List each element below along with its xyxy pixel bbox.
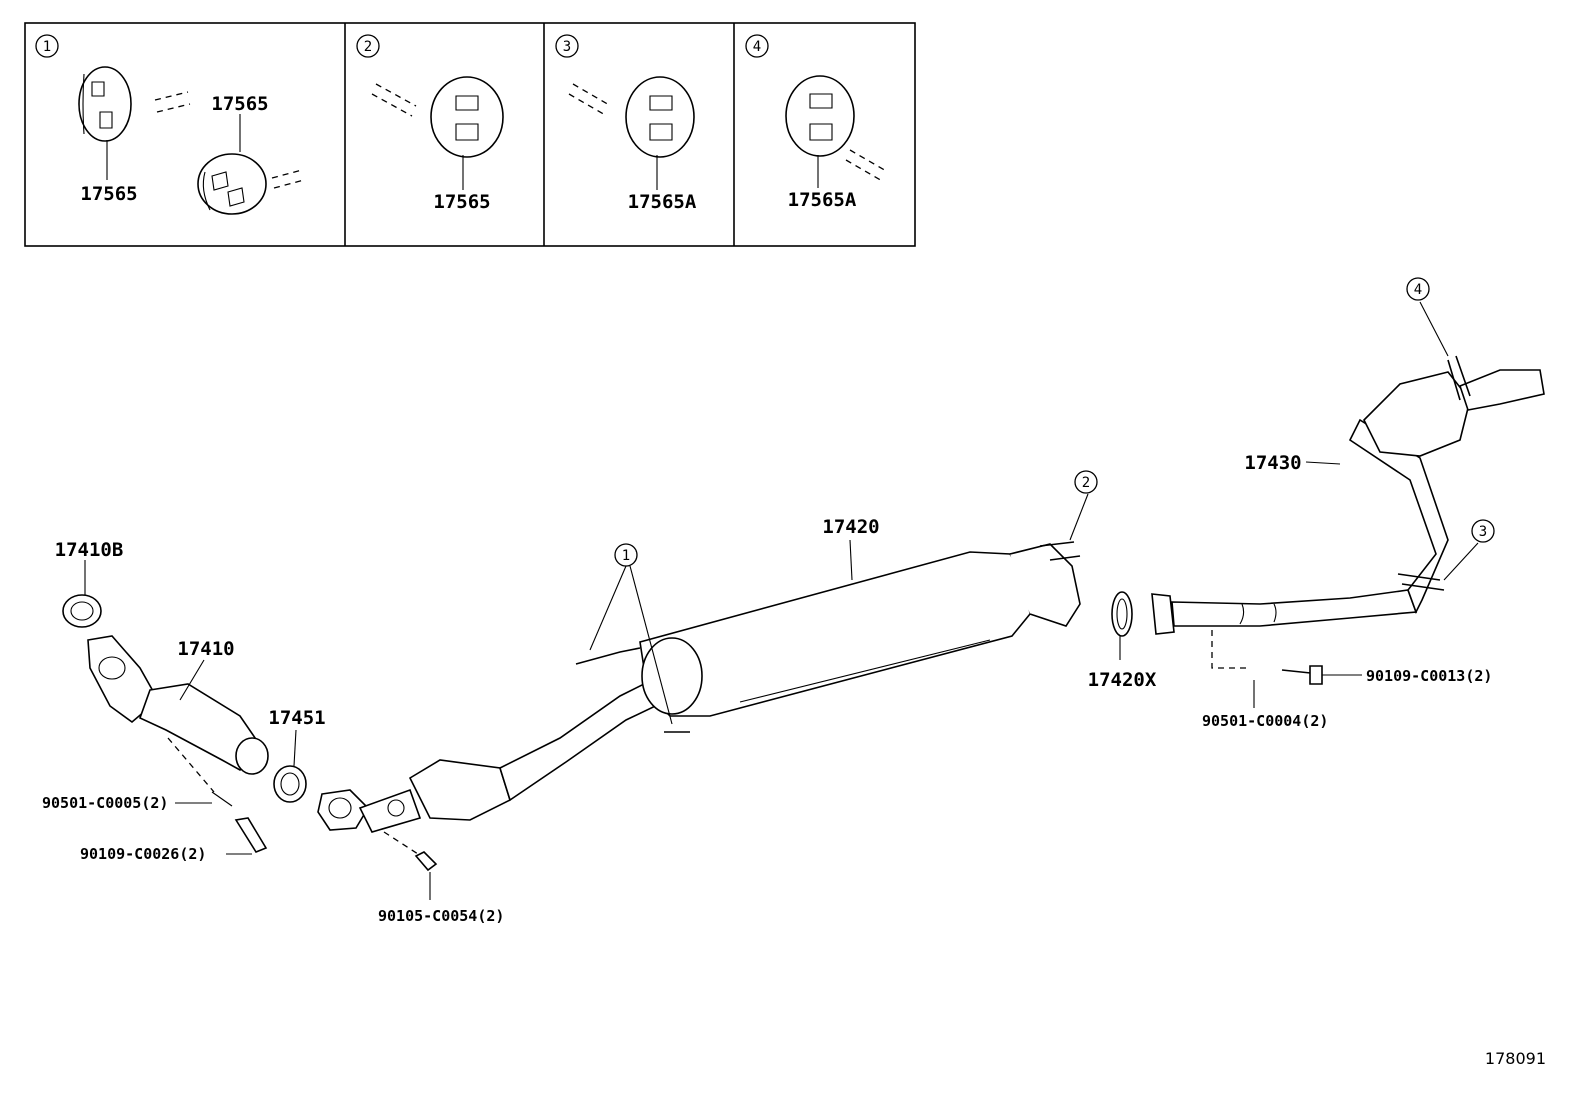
diagram-id: 178091 — [1485, 1049, 1546, 1068]
inset-1-number: 1 — [43, 39, 51, 55]
bolt-icon — [234, 817, 268, 853]
callout-1: 1 — [614, 543, 638, 567]
inset-2-part-label: 17565 — [433, 191, 490, 213]
fastener-label-90109-c0013: 90109-C0013(2) — [1366, 667, 1492, 685]
callout-3-number: 3 — [1479, 524, 1487, 540]
part-label-17420x: 17420X — [1088, 669, 1157, 691]
hanger-inset-panel: 1 17565 17565 2 — [24, 22, 916, 247]
hanger-rubber-icon — [430, 76, 504, 158]
center-pipe-flange-icon — [317, 789, 370, 831]
callout-1-number: 1 — [622, 548, 630, 564]
callout-2-number: 2 — [1082, 475, 1090, 491]
callout-4: 4 — [1406, 277, 1430, 301]
inset-1-part-label-b: 17565 — [80, 183, 137, 205]
hanger-rubber-icon — [78, 66, 132, 142]
inset-4-number: 4 — [753, 39, 761, 55]
part-label-17451: 17451 — [268, 707, 325, 729]
hanger-rubber-icon — [785, 75, 855, 157]
inset-1-part-label-a: 17565 — [211, 93, 268, 115]
fastener-label-90109-c0026: 90109-C0026(2) — [80, 845, 206, 863]
front-pipe-assembly — [62, 560, 307, 855]
inset-4: 4 17565A — [745, 34, 889, 211]
front-pipe-body-icon — [139, 683, 264, 771]
gasket-17451-icon — [273, 765, 307, 803]
gasket-17420x-icon — [1111, 591, 1133, 637]
tail-pipe-icon — [1171, 589, 1418, 627]
gasket-17410b-icon — [62, 594, 102, 628]
bolt-icon — [1309, 665, 1323, 685]
catalytic-converter-icon — [408, 759, 511, 821]
rear-muffler-icon — [1363, 371, 1471, 457]
callout-4-number: 4 — [1414, 282, 1422, 298]
center-muffler-assembly — [317, 493, 1089, 900]
inset-1: 1 17565 17565 — [35, 34, 305, 215]
inset-3: 3 17565A — [555, 34, 697, 213]
inset-2-number: 2 — [364, 39, 372, 55]
tail-pipe-flange-icon — [1151, 593, 1175, 635]
callout-3: 3 — [1471, 519, 1495, 543]
callout-2: 2 — [1074, 470, 1098, 494]
tail-tip-icon — [1459, 369, 1545, 411]
inset-3-part-label: 17565A — [628, 191, 697, 213]
fastener-label-90105-c0054: 90105-C0054(2) — [378, 907, 504, 925]
hanger-rubber-icon — [625, 76, 695, 158]
bolt-icon — [414, 851, 438, 872]
part-label-17410b: 17410B — [55, 539, 124, 561]
fastener-label-90501-c0004: 90501-C0004(2) — [1202, 712, 1328, 730]
fastener-label-90501-c0005: 90501-C0005(2) — [42, 794, 168, 812]
inset-2: 2 17565 — [356, 34, 504, 213]
part-label-17410: 17410 — [177, 638, 234, 660]
part-label-17430: 17430 — [1244, 452, 1301, 474]
part-label-17420: 17420 — [822, 516, 879, 538]
inset-3-number: 3 — [563, 39, 571, 55]
hanger-rubber-icon — [197, 153, 267, 215]
center-pipe-icon — [499, 674, 669, 802]
tail-pipe-assembly — [1151, 301, 1545, 708]
gasket-17420x-group — [1111, 591, 1133, 660]
inset-4-part-label: 17565A — [788, 189, 857, 211]
